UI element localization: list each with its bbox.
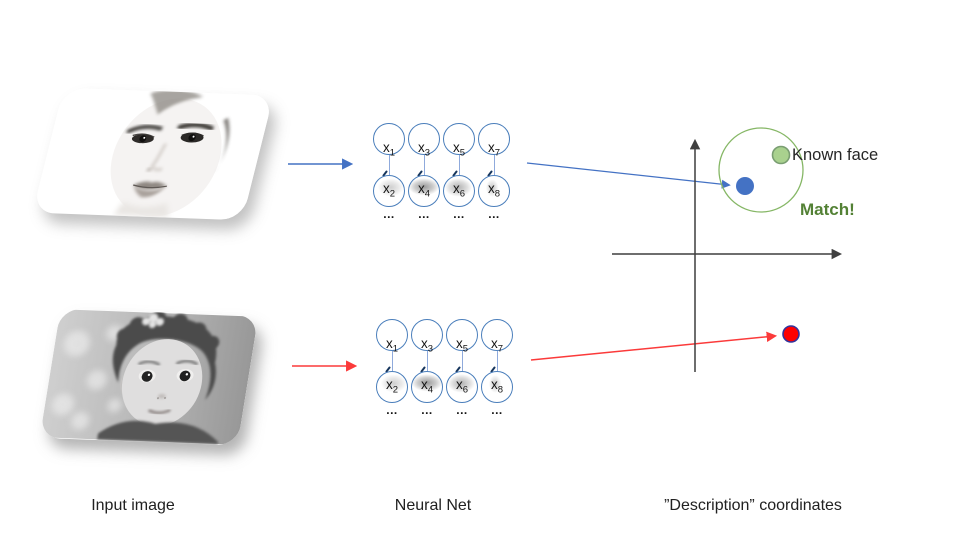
child-face-image: [39, 309, 259, 445]
net-column: x7 x8 ...: [481, 319, 513, 416]
match-point: [736, 177, 754, 195]
connector-arrow: [391, 351, 393, 371]
net-column: x3 x4 ...: [408, 123, 440, 220]
net-node-x2: x2: [376, 371, 408, 403]
known-face-label: Known face: [792, 146, 879, 164]
connector-arrow: [458, 155, 460, 175]
net-node-x6: x6: [446, 371, 478, 403]
known-face-point: [771, 145, 791, 165]
caption-neural-net: Neural Net: [394, 497, 472, 514]
connector-arrow: [426, 351, 428, 371]
input-photo-child: [39, 308, 259, 446]
ellipsis: ...: [488, 207, 500, 221]
net-column: x3 x4 ...: [411, 319, 443, 416]
neural-net-bottom: x1 x2 ... x3 x4 ... x5 x6 ... x7 x8 ...: [376, 319, 513, 416]
ellipsis: ...: [491, 403, 503, 417]
net-node-x4: x4: [408, 175, 440, 207]
mismatch-point: [782, 325, 800, 343]
net-column: x7 x8 ...: [478, 123, 510, 220]
ellipsis: ...: [456, 403, 468, 417]
connector-arrow: [461, 351, 463, 371]
ellipsis: ...: [383, 207, 395, 221]
net-node-x4: x4: [411, 371, 443, 403]
net-node-x2: x2: [373, 175, 405, 207]
net-column: x1 x2 ...: [376, 319, 408, 416]
input-photo-woman: [32, 87, 274, 221]
net-column: x1 x2 ...: [373, 123, 405, 220]
connector-arrow: [496, 351, 498, 371]
net-column: x5 x6 ...: [443, 123, 475, 220]
match-label: Match!: [800, 200, 855, 219]
net-column: x5 x6 ...: [446, 319, 478, 416]
ellipsis: ...: [386, 403, 398, 417]
connector-arrow: [388, 155, 390, 175]
arrow-net-to-match-point: [526, 162, 731, 189]
ellipsis: ...: [421, 403, 433, 417]
neural-net-top: x1 x2 ... x3 x4 ... x5 x6 ... x7 x8 ...: [373, 123, 510, 220]
net-node-x8: x8: [481, 371, 513, 403]
caption-description-coordinates: ”Description” coordinates: [664, 497, 842, 514]
connector-arrow: [493, 155, 495, 175]
arrow-net-to-mismatch-point: [530, 331, 778, 361]
match-cluster-circle: [718, 127, 804, 213]
connector-arrow: [423, 155, 425, 175]
ellipsis: ...: [418, 207, 430, 221]
caption-input-image: Input image: [91, 497, 175, 514]
net-node-x6: x6: [443, 175, 475, 207]
ellipsis: ...: [453, 207, 465, 221]
woman-face-image: [32, 88, 274, 220]
net-node-x8: x8: [478, 175, 510, 207]
